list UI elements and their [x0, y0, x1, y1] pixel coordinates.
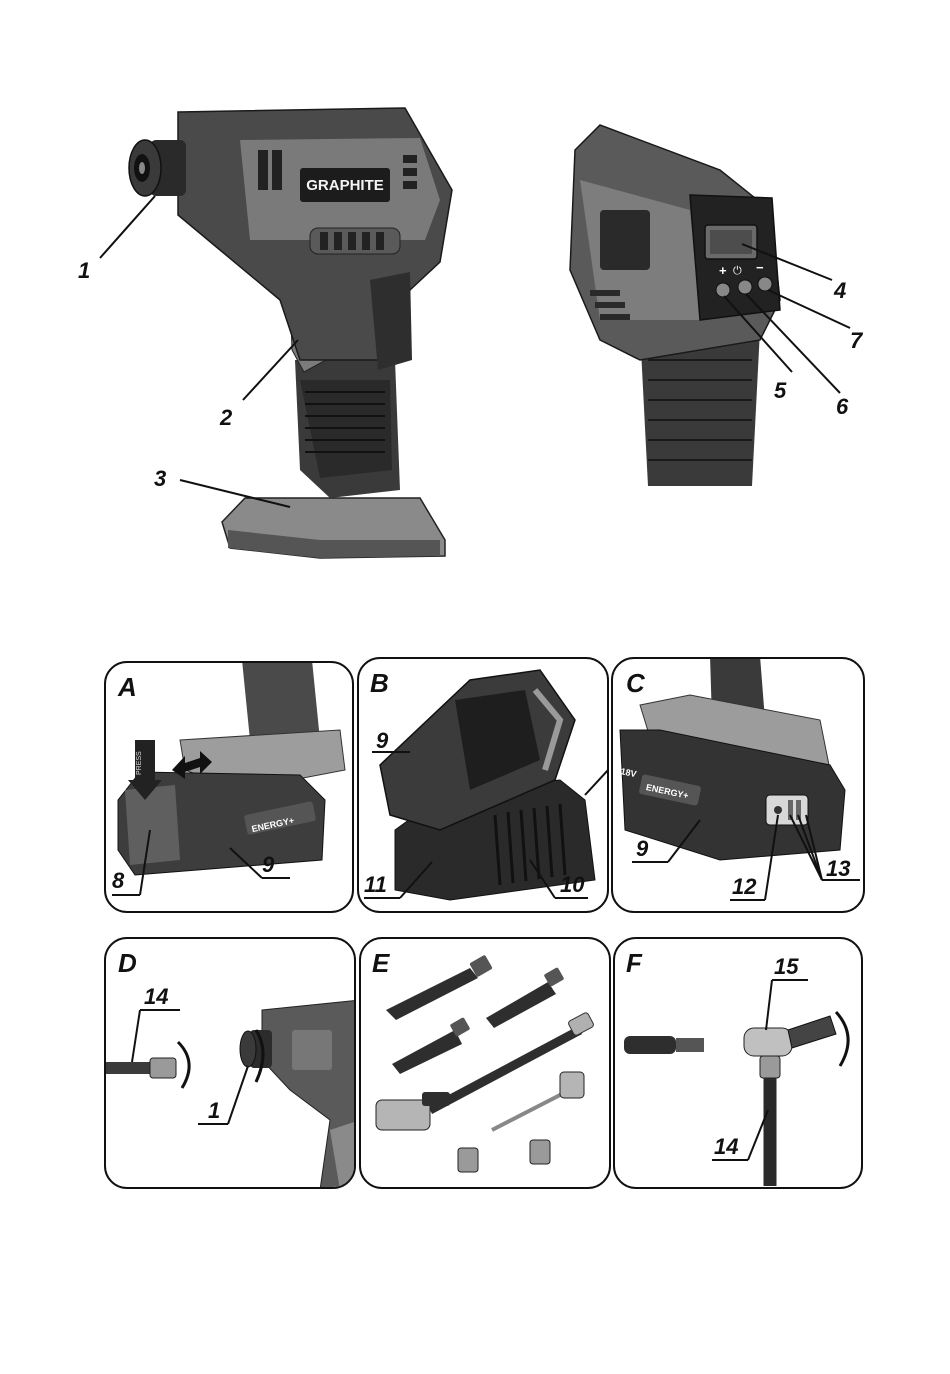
callout-5: 5 — [774, 378, 787, 403]
panel-d: D 14 1 — [100, 938, 360, 1190]
panel-f: F 15 14 — [614, 938, 862, 1188]
panel-d-letter: D — [118, 948, 137, 978]
callout-3: 3 — [154, 466, 166, 491]
panel-f-callout-14: 14 — [714, 1134, 738, 1159]
callout-6: 6 — [836, 394, 849, 419]
panel-a-callout-8: 8 — [112, 868, 125, 893]
callout-4: 4 — [833, 278, 846, 303]
panel-b-callout-9: 9 — [376, 728, 389, 753]
callout-1: 1 — [78, 258, 90, 283]
power-button — [738, 280, 752, 294]
panel-f-letter: F — [626, 948, 643, 978]
panel-b-letter: B — [370, 668, 389, 698]
plus-button — [716, 283, 730, 297]
panel-c: ENERGY+ 18V C 9 12 13 — [612, 656, 864, 912]
panel-c-callout-9: 9 — [636, 836, 649, 861]
press-label: PRESS — [136, 751, 143, 775]
panel-a-letter: A — [117, 672, 137, 702]
callout-2: 2 — [219, 405, 233, 430]
brand-logo: GRAPHITE — [306, 177, 384, 194]
callout-7: 7 — [850, 328, 864, 353]
panel-c-callout-13: 13 — [826, 856, 850, 881]
panel-b-callout-10: 10 — [560, 872, 585, 897]
panel-b-callout-11: 11 — [364, 872, 387, 897]
panel-a-callout-9: 9 — [262, 852, 275, 877]
power-glyph: ⏻ — [733, 264, 742, 277]
panel-c-callout-12: 12 — [732, 874, 757, 899]
panel-d-callout-1: 1 — [208, 1098, 220, 1123]
panel-d-callout-14: 14 — [144, 984, 168, 1009]
minus-glyph: − — [756, 260, 764, 275]
panel-c-letter: C — [626, 668, 646, 698]
minus-button — [758, 277, 772, 291]
panel-b: B 9 10 11 — [358, 658, 608, 912]
tool-back-illustration: + ⏻ − — [570, 125, 780, 486]
plus-glyph: + — [719, 263, 727, 278]
panel-f-callout-15: 15 — [774, 954, 799, 979]
panel-a: ENERGY+ PRESS A 8 9 — [105, 660, 353, 912]
panel-e: E — [360, 938, 610, 1188]
tool-front-illustration: GRAPHITE — [129, 108, 452, 558]
panel-e-letter: E — [372, 948, 390, 978]
